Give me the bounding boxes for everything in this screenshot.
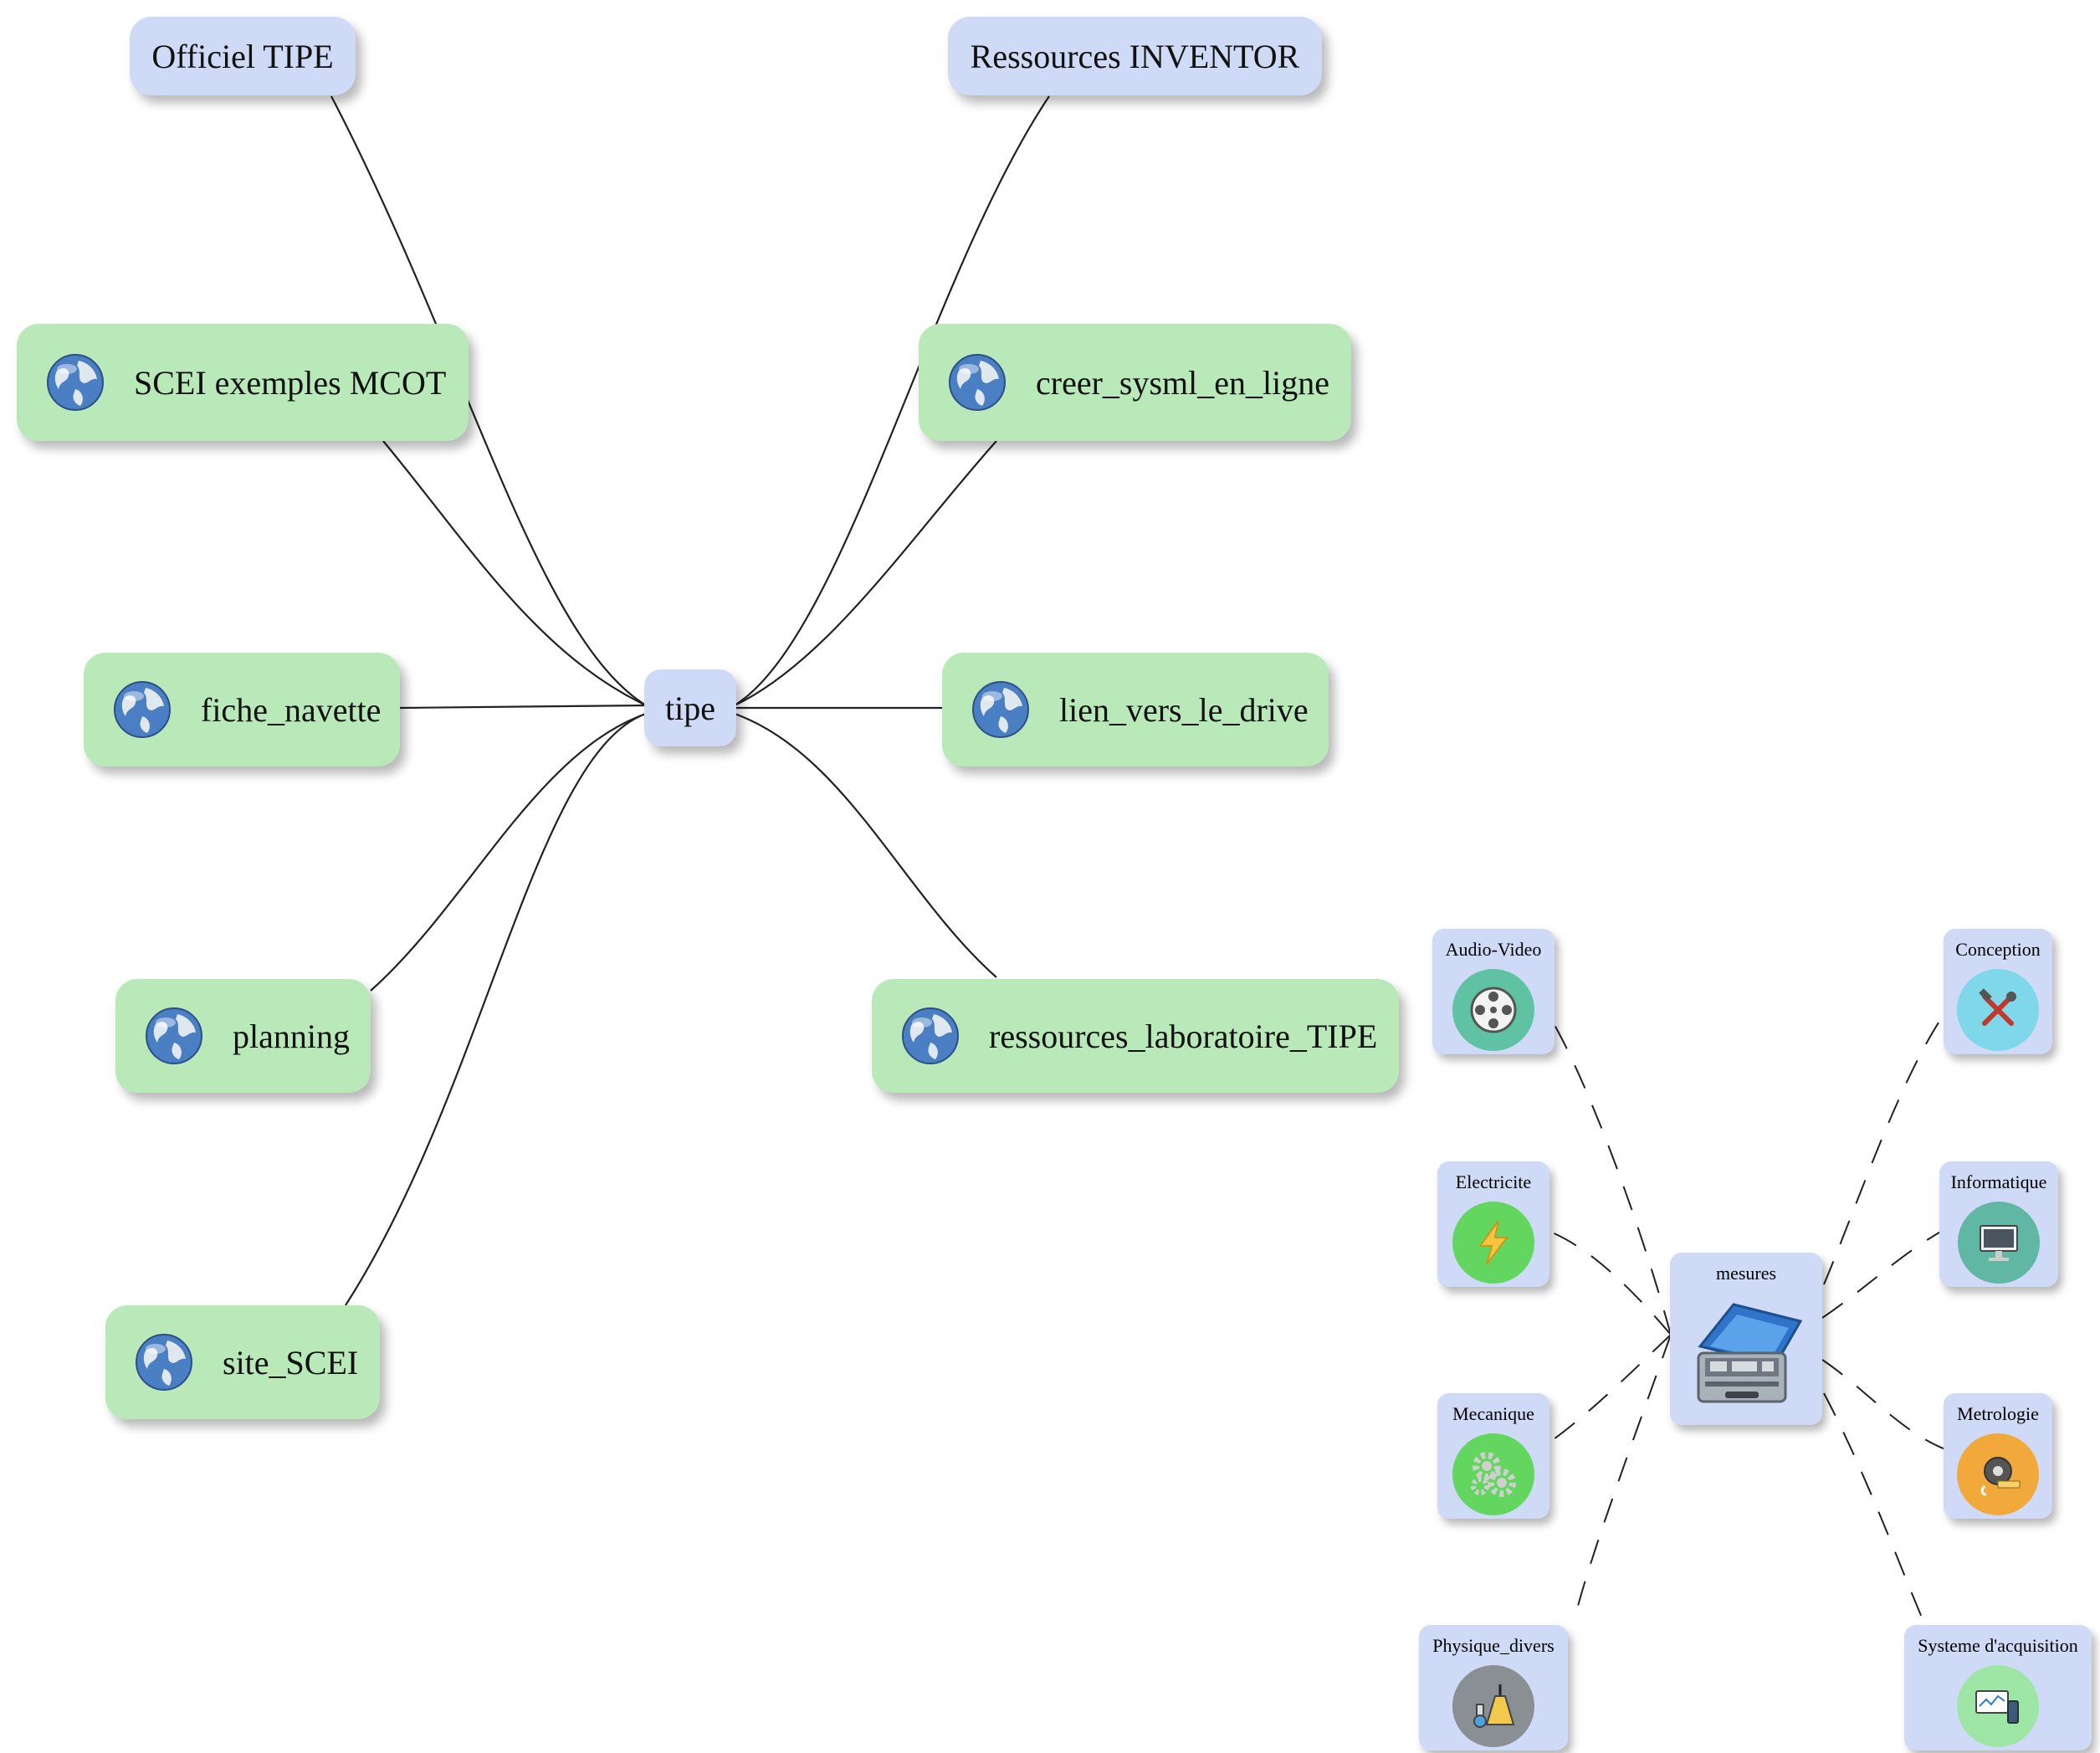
mesures-node[interactable]: mesures bbox=[1670, 1253, 1822, 1425]
edge-mesures-metro bbox=[1821, 1359, 1946, 1450]
globe-icon bbox=[902, 1007, 959, 1064]
physique-divers-label: Physique_divers bbox=[1432, 1635, 1555, 1656]
conception-label: Conception bbox=[1955, 939, 2041, 960]
monitor-icon bbox=[1980, 1225, 2018, 1261]
site-scei-node[interactable]: site_SCEI bbox=[105, 1305, 380, 1419]
tools-icon bbox=[1979, 988, 2016, 1026]
ressources-inventor-node[interactable]: Ressources INVENTOR bbox=[948, 17, 1322, 95]
edge-tipe-officiel bbox=[330, 95, 647, 706]
globe-icon bbox=[146, 1007, 202, 1064]
edge-mesures-conc bbox=[1823, 1012, 1946, 1285]
metrologie-node[interactable]: Metrologie bbox=[1944, 1393, 2052, 1519]
metrologie-badge bbox=[1957, 1433, 2039, 1515]
edge-mesures-phys bbox=[1574, 1334, 1672, 1620]
mesures-label: mesures bbox=[1715, 1263, 1777, 1284]
globe-icon bbox=[972, 681, 1029, 738]
edge-tipe-fiche-navette bbox=[399, 704, 647, 710]
globe-icon bbox=[114, 681, 171, 738]
audio-video-label: Audio-Video bbox=[1445, 939, 1542, 960]
film-reel-icon bbox=[1470, 987, 1517, 1033]
lien-vers-le-drive-label: lien_vers_le_drive bbox=[1059, 690, 1309, 729]
ressources-inventor-label: Ressources INVENTOR bbox=[970, 37, 1300, 75]
audio-video-badge bbox=[1452, 969, 1534, 1051]
edge-tipe-ressources-labo bbox=[734, 712, 997, 978]
flask-icon bbox=[1473, 1684, 1515, 1728]
mecanique-label: Mecanique bbox=[1452, 1403, 1534, 1424]
audio-video-node[interactable]: Audio-Video bbox=[1432, 929, 1555, 1054]
lightning-icon bbox=[1478, 1220, 1508, 1265]
scei-exemples-mcot-label: SCEI exemples MCOT bbox=[134, 363, 447, 402]
electricite-label: Electricite bbox=[1455, 1171, 1532, 1192]
acquisition-icon bbox=[1975, 1690, 2019, 1724]
conception-node[interactable]: Conception bbox=[1944, 929, 2052, 1054]
edge-tipe-planning bbox=[370, 712, 647, 992]
gears-icon bbox=[1471, 1452, 1516, 1497]
edge-tipe-inventor bbox=[734, 95, 1050, 706]
edge-mesures-acq bbox=[1823, 1392, 1925, 1624]
edge-mesures-info bbox=[1821, 1229, 1944, 1319]
planning-label: planning bbox=[233, 1017, 350, 1055]
edge-mesures-elec bbox=[1545, 1229, 1672, 1335]
informatique-label: Informatique bbox=[1950, 1171, 2047, 1192]
informatique-node[interactable]: Informatique bbox=[1939, 1161, 2058, 1287]
fiche-navette-label: fiche_navette bbox=[201, 690, 382, 729]
lien-vers-le-drive-node[interactable]: lien_vers_le_drive bbox=[942, 653, 1329, 766]
edge-tipe-scei-mcot bbox=[382, 440, 647, 706]
tape-measure-icon bbox=[1980, 1457, 2021, 1496]
electricite-node[interactable]: Electricite bbox=[1437, 1161, 1549, 1287]
informatique-badge bbox=[1958, 1202, 2040, 1284]
toolbox-icon bbox=[1697, 1303, 1803, 1403]
fiche-navette-node[interactable]: fiche_navette bbox=[84, 653, 400, 766]
globe-icon bbox=[136, 1334, 192, 1391]
edge-tipe-creer-sysml bbox=[734, 440, 997, 706]
edge-mesures-meca bbox=[1547, 1334, 1672, 1444]
creer-sysml-en-ligne-node[interactable]: creer_sysml_en_ligne bbox=[919, 324, 1351, 441]
tipe-node[interactable]: tipe bbox=[644, 669, 736, 746]
mecanique-node[interactable]: Mecanique bbox=[1437, 1393, 1549, 1519]
conception-badge bbox=[1957, 969, 2039, 1051]
physique-divers-node[interactable]: Physique_divers bbox=[1419, 1625, 1568, 1750]
edge-tipe-site-scei bbox=[345, 712, 647, 1306]
officiel-tipe-node[interactable]: Officiel TIPE bbox=[130, 17, 356, 95]
ressources-laboratoire-tipe-label: ressources_laboratoire_TIPE bbox=[989, 1017, 1378, 1055]
creer-sysml-en-ligne-label: creer_sysml_en_ligne bbox=[1036, 363, 1329, 402]
physique-divers-badge bbox=[1452, 1665, 1534, 1747]
globe-icon bbox=[949, 354, 1006, 411]
planning-node[interactable]: planning bbox=[115, 979, 371, 1093]
mecanique-badge bbox=[1452, 1433, 1534, 1515]
officiel-tipe-label: Officiel TIPE bbox=[151, 37, 334, 75]
tipe-label: tipe bbox=[665, 689, 715, 727]
electricite-badge bbox=[1452, 1202, 1534, 1284]
site-scei-label: site_SCEI bbox=[223, 1343, 359, 1381]
systeme-acquisition-label: Systeme d'acquisition bbox=[1918, 1635, 2078, 1656]
metrologie-label: Metrologie bbox=[1957, 1403, 2039, 1424]
systeme-acquisition-node[interactable]: Systeme d'acquisition bbox=[1904, 1625, 2092, 1750]
edge-mesures-audio bbox=[1554, 1024, 1672, 1335]
globe-icon bbox=[47, 354, 104, 411]
scei-exemples-mcot-node[interactable]: SCEI exemples MCOT bbox=[17, 324, 469, 441]
ressources-laboratoire-tipe-node[interactable]: ressources_laboratoire_TIPE bbox=[872, 979, 1399, 1093]
systeme-acquisition-badge bbox=[1957, 1665, 2039, 1747]
